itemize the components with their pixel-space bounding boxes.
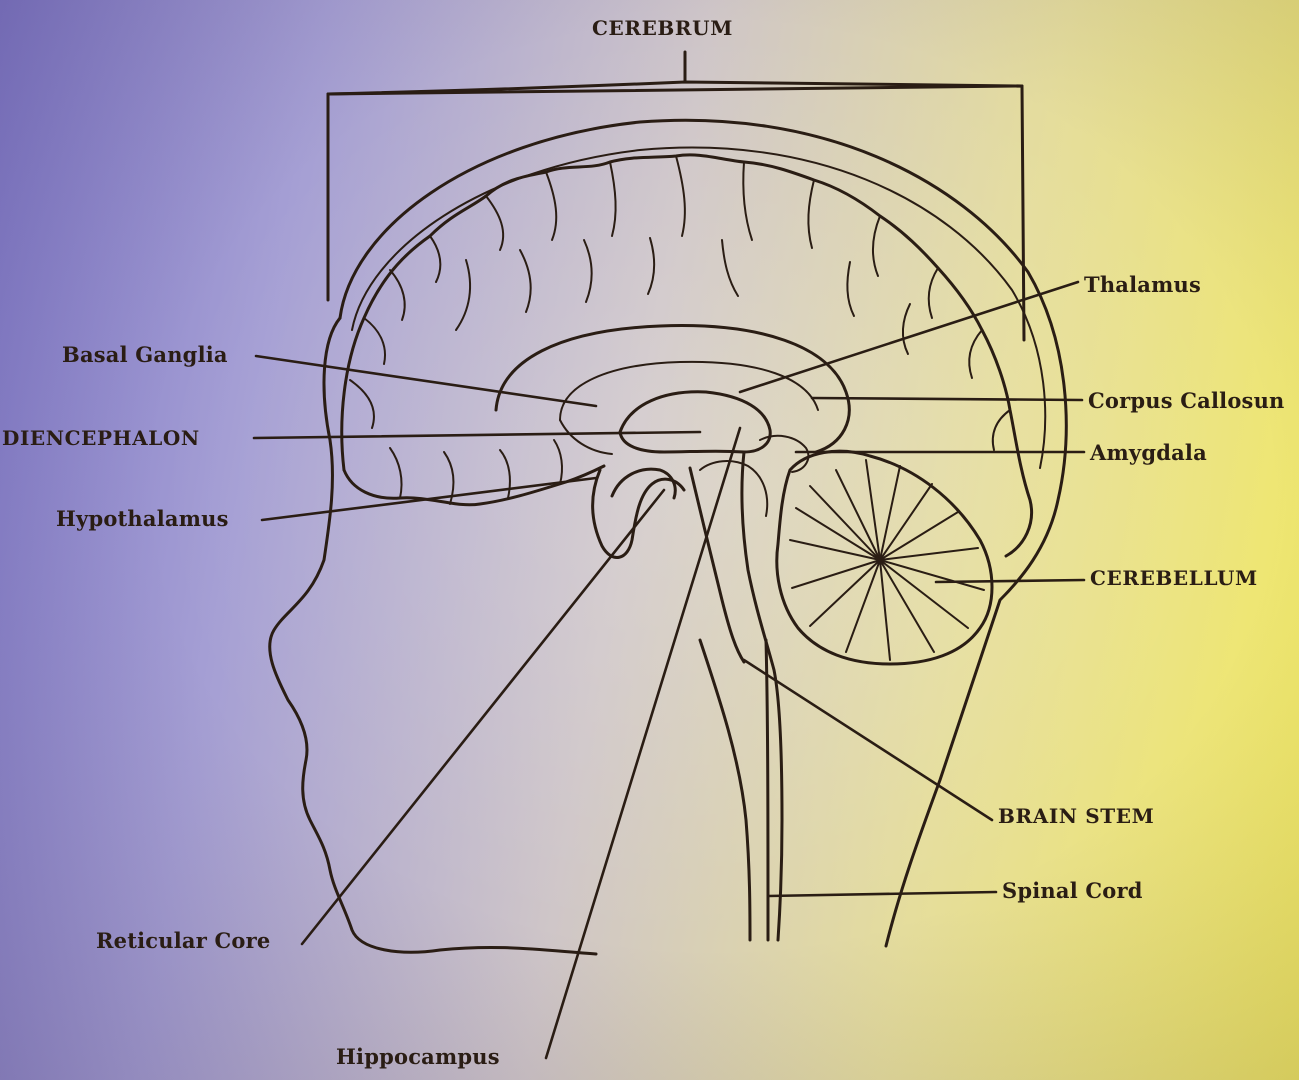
brain-stem-shape	[740, 450, 784, 942]
face-profile	[268, 316, 598, 956]
cerebellum-folia	[789, 459, 985, 661]
label-cerebellum: CEREBELLUM	[1090, 566, 1258, 590]
label-corpus-callosum: Corpus Callosun	[1088, 388, 1285, 413]
spinal-cord-line	[764, 638, 770, 942]
label-thalamus: Thalamus	[1084, 272, 1201, 297]
basal-ganglia-shape	[559, 419, 613, 455]
amygdala-shape	[759, 434, 810, 473]
hypothalamus-shape	[591, 468, 686, 559]
temporal-gyri	[389, 439, 563, 505]
label-hippocampus: Hippocampus	[336, 1044, 500, 1069]
temporal-lobe	[342, 464, 606, 507]
cerebellum-shape	[775, 449, 994, 666]
label-amygdala: Amygdala	[1090, 440, 1207, 465]
brain-stem-front	[688, 466, 746, 664]
hippocampus-shape	[610, 467, 677, 500]
pons-shape	[699, 460, 769, 517]
head-outline	[338, 118, 1068, 948]
label-spinal-cord: Spinal Cord	[1002, 878, 1143, 903]
cerebrum-bracket	[326, 50, 1026, 342]
label-cerebrum: CEREBRUM	[592, 16, 733, 40]
thalamus-shape	[618, 390, 772, 454]
label-hypothalamus: Hypothalamus	[56, 506, 229, 531]
neck-front	[698, 638, 752, 942]
label-reticular-core: Reticular Core	[96, 928, 271, 953]
label-diencephalon: DIENCEPHALON	[2, 426, 200, 450]
label-brain-stem: BRAIN STEM	[998, 804, 1155, 828]
corpus-callosum-shape	[494, 324, 851, 454]
leader-lines	[252, 280, 1086, 1060]
label-basal-ganglia: Basal Ganglia	[62, 342, 228, 367]
cortex-gyri	[349, 155, 1011, 451]
corpus-callosum-inner	[559, 360, 819, 421]
skull-inner	[351, 146, 1047, 469]
